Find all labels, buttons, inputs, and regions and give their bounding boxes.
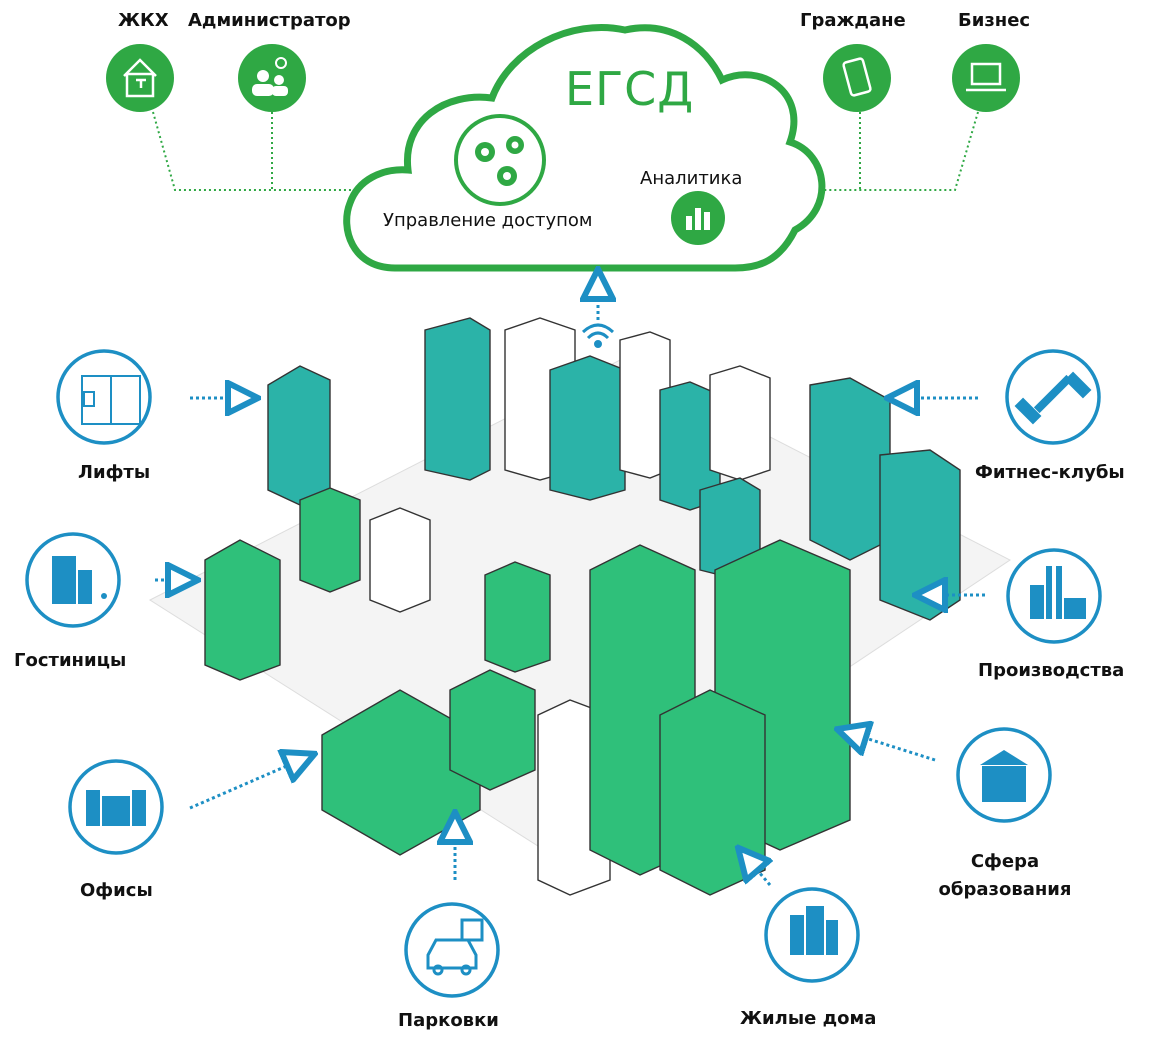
label-fitness: Фитнес-клубы bbox=[975, 462, 1125, 483]
gears-icon-glyph bbox=[475, 136, 524, 186]
cloud-title: ЕГСД bbox=[565, 62, 695, 116]
parking-car-icon bbox=[426, 918, 484, 976]
label-residential: Жилые дома bbox=[740, 1008, 877, 1029]
city-buildings bbox=[204, 317, 961, 896]
top-label-business: Бизнес bbox=[958, 10, 1031, 31]
label-production: Производства bbox=[978, 660, 1125, 681]
residential-buildings-icon bbox=[790, 906, 838, 955]
laptop-icon bbox=[966, 62, 1006, 92]
house-tap-icon bbox=[123, 58, 157, 98]
top-label-admin: Администратор bbox=[188, 10, 351, 31]
label-lifts: Лифты bbox=[78, 462, 151, 483]
top-label-zhkh: ЖКХ bbox=[118, 10, 169, 31]
wifi-icon-center bbox=[581, 323, 615, 348]
top-connectors bbox=[152, 111, 979, 191]
factory-icon bbox=[1030, 566, 1086, 619]
analytics-bars bbox=[686, 208, 710, 230]
label-parking: Парковки bbox=[398, 1010, 499, 1031]
admin-users-icon bbox=[252, 57, 288, 96]
label-offices: Офисы bbox=[80, 880, 153, 901]
cloud-analytics-label: Аналитика bbox=[640, 168, 743, 189]
education-building-icon bbox=[980, 750, 1028, 802]
label-hotels: Гостиницы bbox=[14, 650, 127, 671]
smartphone-icon bbox=[842, 57, 872, 97]
dumbbell-icon bbox=[1014, 371, 1092, 425]
elevator-icon bbox=[81, 375, 141, 425]
gears-icon bbox=[454, 114, 546, 206]
label-education: Сфера образования bbox=[938, 851, 1072, 900]
hotel-building-icon bbox=[52, 556, 107, 604]
cloud-access-label: Управление доступом bbox=[383, 210, 593, 231]
top-label-citizens: Граждане bbox=[800, 10, 906, 31]
side-connectors bbox=[155, 398, 985, 886]
office-building-icon bbox=[86, 790, 146, 826]
